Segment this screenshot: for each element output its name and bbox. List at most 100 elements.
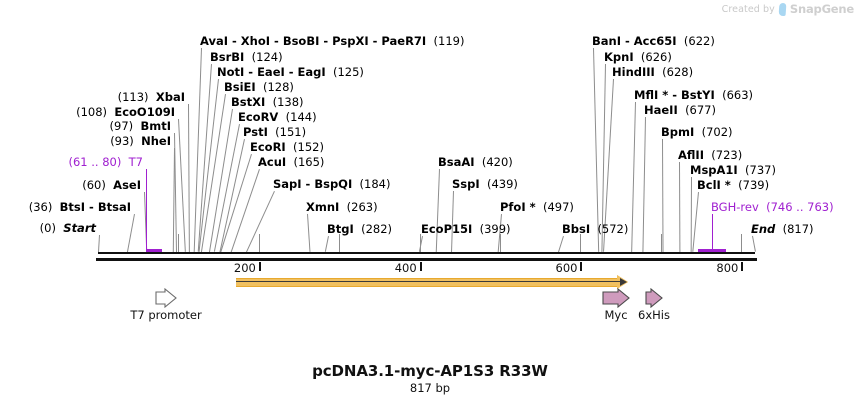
enzyme-position: (144) [285,110,317,124]
leader-line [324,236,329,253]
enzyme-site-label: BclI * (739) [697,179,769,191]
backbone-line-top [98,252,755,254]
arrow-right-filled [602,287,630,309]
enzyme-position: (36) [28,200,53,214]
enzyme-position: (124) [251,50,283,64]
ruler-minor-tick [580,234,582,252]
enzyme-name: EcoRV [238,110,279,124]
bottom-feature: T7 promoter [130,287,202,322]
enzyme-site-label: (108) EcoO109I [76,106,175,118]
enzyme-name: EcoRI [250,140,286,154]
enzyme-position: (128) [263,80,294,94]
feature-arrow [155,287,177,312]
arrow-right-filled [645,287,663,309]
leader-line [662,138,664,252]
ruler-minor-tick [178,234,180,252]
snapgene-logo-icon [778,2,787,16]
enzyme-site-label: EcoP15I (399) [421,223,511,235]
leader-line [679,161,681,252]
enzyme-name: BsiEI [224,80,256,94]
enzyme-site-label: SspI (439) [452,178,518,190]
enzyme-site-label: BstXI (138) [231,96,304,108]
enzyme-name: BstXI [231,95,266,109]
orf-centerline-tip [619,277,627,286]
enzyme-position: (152) [293,140,324,154]
leader-line [98,235,100,253]
enzyme-site-label: BbsI (572) [562,223,628,235]
created-by-label: Created by [721,3,775,15]
enzyme-name: BsrBI [210,50,245,64]
ruler-major-tick [741,262,744,271]
enzyme-position: (282) [361,222,393,236]
named-feature-label: BGH-rev (746 .. 763) [711,201,834,213]
feature-name: T7 [128,155,143,169]
enzyme-position: (138) [272,95,304,109]
enzyme-position: (626) [640,50,672,64]
leader-line [307,213,311,252]
feature-caption: Myc [604,308,628,322]
enzyme-site-label: HaeII (677) [644,104,716,116]
ruler-tick-label: 800 [716,261,739,275]
enzyme-name: EcoO109I [114,105,175,119]
enzyme-site-label: (60) AseI [82,179,141,191]
enzyme-name: PstI [243,125,268,139]
enzyme-name: KpnI [604,50,634,64]
snapgene-watermark: Created by SnapGene [721,2,855,16]
enzyme-position: (60) [82,178,106,192]
enzyme-site-label: PstI (151) [243,126,306,138]
feature-caption: 6xHis [638,308,670,322]
feature-range: (61 .. 80) [68,155,122,169]
feature-stem [146,169,148,253]
enzyme-site-label: EcoRV (144) [238,111,317,123]
enzyme-name: NheI [141,134,171,148]
ruler-major-tick [258,262,261,271]
leader-line [692,192,699,253]
enzyme-name: End [751,222,776,236]
enzyme-name: AflII [678,148,704,162]
bottom-feature: 6xHis [638,287,670,322]
page-title: pcDNA3.1-myc-AP1S3 R33W [312,362,548,380]
sequence-length-label: 817 bp [409,381,451,395]
orf-centerline [236,281,621,282]
enzyme-position: (723) [711,148,743,162]
backbone-line-bottom [96,258,757,262]
enzyme-position: (97) [109,119,134,133]
enzyme-name: AvaI - XhoI - BsoBI - PspXI - PaeR7I [200,34,427,48]
enzyme-position: (125) [333,65,364,79]
feature-marker [697,249,726,252]
enzyme-site-label: PfoI * (497) [500,201,574,213]
enzyme-position: (572) [597,222,629,236]
bottom-feature: Myc [602,287,630,322]
arrow-right-outline [155,287,177,309]
enzyme-site-label: AcuI (165) [258,156,324,168]
enzyme-name: PfoI * [500,200,536,214]
ruler-tick-label: 200 [233,261,256,275]
snapgene-brand-label: SnapGene [789,2,854,16]
enzyme-position: (399) [479,222,511,236]
ruler-major-tick [419,262,422,271]
enzyme-name: SspI [452,177,480,191]
enzyme-name: HindIII [612,65,655,79]
leader-line [752,235,756,252]
feature-range: (746 .. 763) [766,200,834,214]
ruler-minor-tick [419,234,421,252]
ruler-minor-tick [741,234,743,252]
enzyme-name: BpmI [661,125,695,139]
leader-line [690,177,692,253]
leader-line [245,191,275,253]
leader-line [174,132,178,252]
enzyme-position: (263) [346,200,378,214]
enzyme-name: MflI * - BstYI [634,88,715,102]
leader-line [631,102,636,253]
named-feature-label: (61 .. 80) T7 [68,156,143,168]
enzyme-site-label: (36) BtsI - BtsaI [29,201,131,213]
enzyme-name: NotI - EaeI - EagI [217,65,326,79]
leader-line [178,118,186,252]
enzyme-site-label: AflII (723) [678,149,742,161]
enzyme-position: (151) [275,125,307,139]
orf-body [236,278,617,287]
enzyme-position: (628) [662,65,694,79]
feature-stem [712,214,714,253]
enzyme-position: (0) [39,221,56,235]
